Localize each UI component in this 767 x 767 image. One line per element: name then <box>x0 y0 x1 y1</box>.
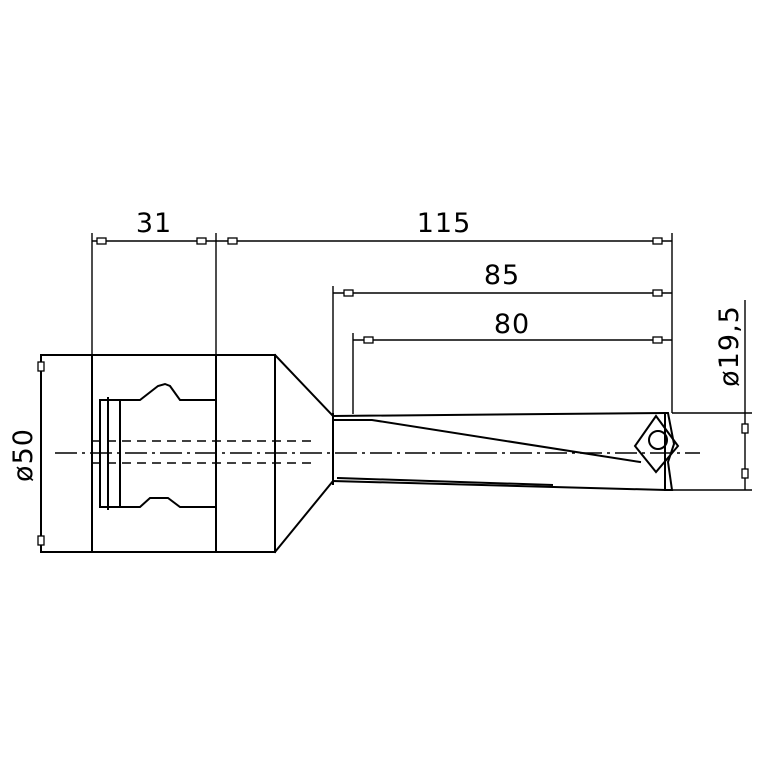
dimension-shank-diameter: ø50 <box>8 355 45 552</box>
dim-label-d19-5: ø19,5 <box>714 305 745 387</box>
groove-top <box>99 382 217 401</box>
dimension-cutting-length: 80 <box>352 309 672 414</box>
dimension-flute-length: 85 <box>332 260 672 414</box>
taper-bottom <box>273 479 335 554</box>
dim-label-85: 85 <box>484 260 520 291</box>
flute-bottom-edge <box>331 479 667 492</box>
cutting-insert <box>633 412 680 491</box>
dimension-overall-length: 115 <box>216 208 673 413</box>
dimension-shank-length: 31 <box>91 208 217 355</box>
coolant-bore-hidden <box>92 440 315 464</box>
flute-top-edge <box>331 411 667 418</box>
taper-top <box>273 353 335 418</box>
drill-body <box>273 353 667 554</box>
flute-helix-top <box>332 419 642 464</box>
dim-label-d50: ø50 <box>8 428 39 482</box>
flute-helix-bottom <box>336 476 554 487</box>
groove-bottom <box>99 497 217 508</box>
insert-outline <box>633 414 680 474</box>
dim-label-80: 80 <box>494 309 530 340</box>
clamp-groove-hidden <box>99 382 217 510</box>
drill-tip-profile <box>664 412 676 491</box>
dimension-drill-diameter: ø19,5 <box>672 300 752 491</box>
insert-screw <box>648 430 668 450</box>
dim-label-115: 115 <box>417 208 472 239</box>
dim-label-31: 31 <box>136 208 172 239</box>
